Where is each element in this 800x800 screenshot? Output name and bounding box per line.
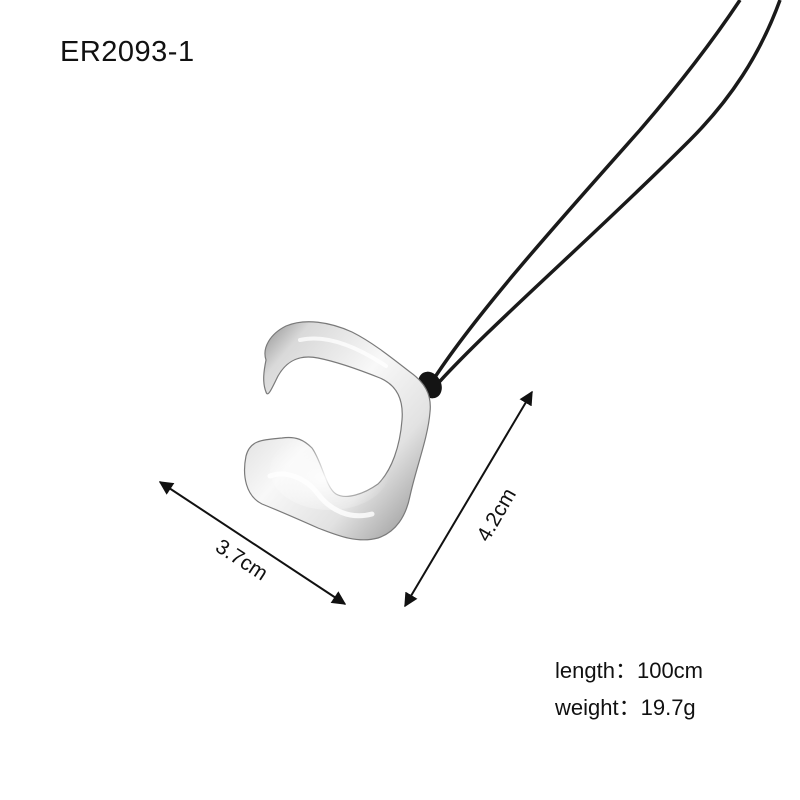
height-label: 4.2cm (472, 484, 521, 545)
double-arrow-icon (158, 481, 347, 605)
spec-length: length：100cm (555, 652, 703, 689)
spec-weight: weight：19.7g (555, 689, 703, 726)
product-code: ER2093-1 (60, 36, 195, 68)
spec-weight-value: 19.7g (640, 695, 696, 720)
necklace-cord (418, 0, 782, 399)
width-label: 3.7cm (211, 535, 271, 585)
spec-weight-label: weight (555, 695, 619, 720)
spec-length-separator: ： (614, 658, 637, 683)
pendant (243, 321, 431, 541)
double-arrow-icon (404, 390, 533, 608)
spec-length-label: length (555, 658, 615, 683)
spec-length-value: 100cm (636, 658, 704, 683)
specs-block: length：100cm weight：19.7g (555, 652, 703, 726)
spec-weight-separator: ： (618, 695, 641, 720)
